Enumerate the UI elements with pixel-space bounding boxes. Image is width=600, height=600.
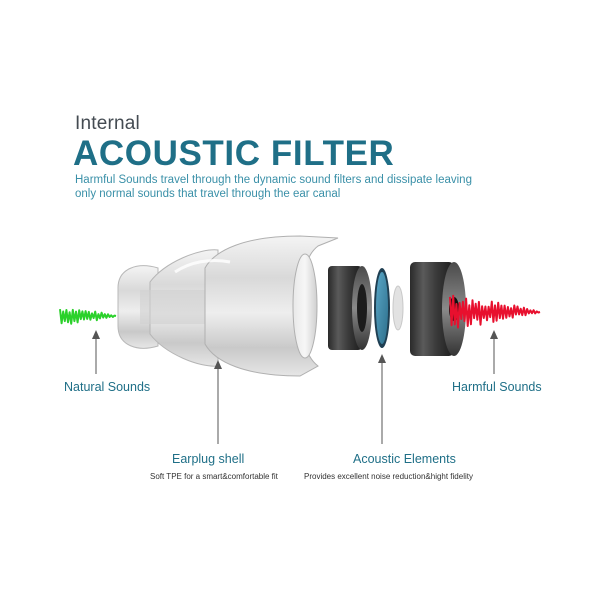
earplug-flange-large bbox=[204, 235, 339, 377]
pointer-acoustic-elements bbox=[378, 354, 386, 444]
header-description: Harmful Sounds travel through the dynami… bbox=[75, 174, 475, 201]
pointer-harmful-sounds bbox=[490, 330, 498, 374]
header-description-line1: Harmful Sounds travel through the dynami… bbox=[75, 174, 472, 186]
pointer-earplug-shell bbox=[214, 360, 222, 444]
pointer-natural-sounds bbox=[92, 330, 100, 374]
label-harmful-sounds: Harmful Sounds bbox=[452, 380, 542, 394]
header-title: ACOUSTIC FILTER bbox=[73, 134, 395, 173]
filter-ring bbox=[328, 266, 372, 350]
acoustic-disc bbox=[374, 268, 390, 348]
label-acoustic-elements: Acoustic Elements bbox=[353, 452, 456, 466]
earplug-tip bbox=[117, 265, 159, 349]
earplug-body-rim bbox=[292, 253, 318, 359]
harmful-sound-wave-icon bbox=[449, 294, 541, 329]
natural-sound-wave-icon bbox=[59, 308, 117, 325]
label-earplug-shell: Earplug shell bbox=[172, 452, 245, 466]
earplug-highlight bbox=[174, 258, 231, 274]
earplug-shell bbox=[117, 235, 339, 377]
header-subtitle: Internal bbox=[75, 113, 140, 134]
label-natural-sounds: Natural Sounds bbox=[64, 380, 151, 394]
label-earplug-shell-detail: Soft TPE for a smart&comfortable fit bbox=[150, 472, 278, 481]
header-description-line2: only normal sounds that travel through t… bbox=[75, 187, 341, 200]
acoustic-membrane bbox=[392, 285, 404, 331]
label-acoustic-elements-detail: Provides excellent noise reduction&hight… bbox=[304, 472, 473, 481]
